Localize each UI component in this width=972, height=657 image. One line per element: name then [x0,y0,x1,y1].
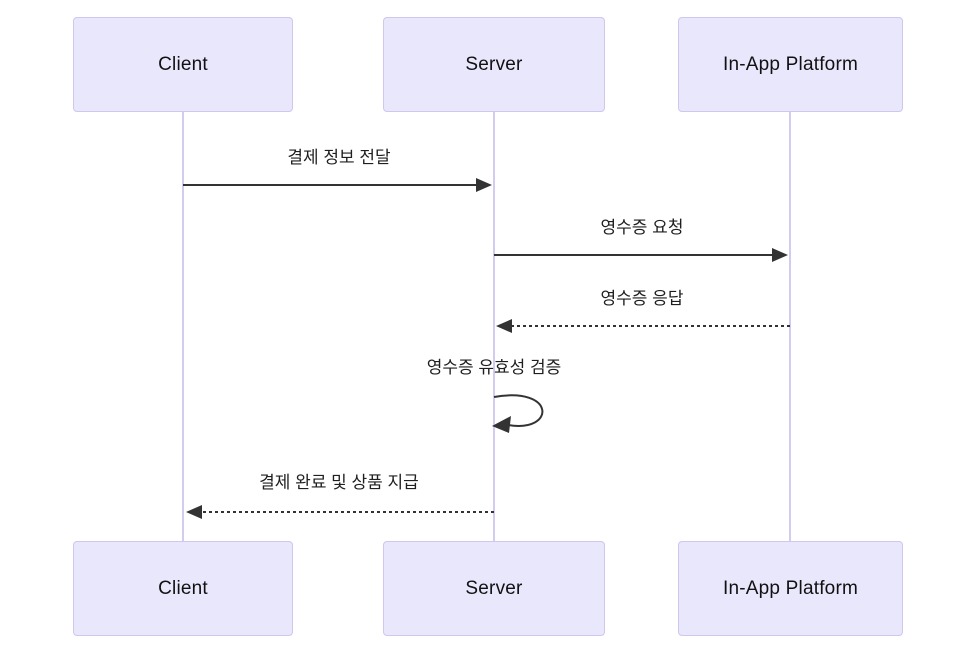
arrow-receipt-request [494,248,788,262]
arrow-payment-info [183,178,492,192]
actor-platform-bottom-label: In-App Platform [723,577,858,599]
arrow-payment-complete [186,505,494,519]
message-label-receipt-request: 영수증 요청 [600,218,684,237]
actor-server-top-label: Server [465,53,523,75]
actor-platform-top-label: In-App Platform [723,53,858,75]
actor-client-top: Client [73,17,293,112]
arrow-receipt-validation-loop [492,394,544,433]
arrow-receipt-response [496,319,790,333]
actor-server-bottom: Server [383,541,605,636]
actor-server-bottom-label: Server [465,577,523,599]
actor-server-top: Server [383,17,605,112]
actor-client-bottom: Client [73,541,293,636]
actor-platform-top: In-App Platform [678,17,903,112]
message-label-payment-complete: 결제 완료 및 상품 지급 [259,473,419,492]
actor-client-top-label: Client [158,53,208,75]
actor-platform-bottom: In-App Platform [678,541,903,636]
actor-client-bottom-label: Client [158,577,208,599]
message-label-payment-info: 결제 정보 전달 [287,148,391,167]
message-label-receipt-validation: 영수증 유효성 검증 [426,358,562,377]
message-label-receipt-response: 영수증 응답 [600,289,684,308]
